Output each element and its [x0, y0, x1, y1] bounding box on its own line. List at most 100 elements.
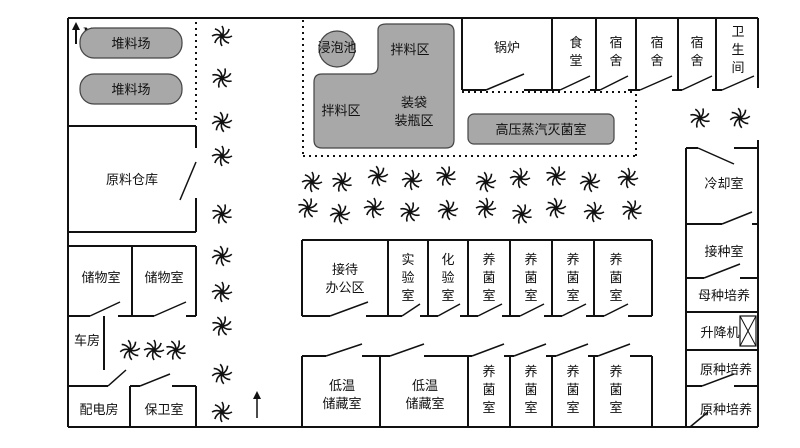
svg-text:室: 室 [524, 400, 537, 416]
svg-text:间: 间 [731, 61, 744, 76]
svg-text:接待: 接待 [332, 262, 358, 278]
svg-text:化: 化 [441, 253, 454, 268]
guard-room: 保卫室 [144, 402, 183, 418]
svg-text:高压蒸汽灭菌室: 高压蒸汽灭菌室 [495, 122, 586, 138]
steam-sterilization-room: 高压蒸汽灭菌室 [467, 113, 615, 145]
tree-icon [212, 204, 232, 224]
svg-text:菌: 菌 [482, 383, 495, 398]
svg-text:养: 养 [524, 364, 537, 380]
svg-text:宿: 宿 [650, 35, 663, 51]
svg-text:卫: 卫 [731, 25, 744, 40]
culture-room-top-1: 养 菌 室 [482, 252, 495, 304]
tree-icon [367, 165, 389, 187]
tree-icon [579, 171, 601, 193]
svg-text:实: 实 [401, 253, 414, 268]
svg-text:菌: 菌 [609, 271, 622, 286]
middle-lower-block [301, 343, 653, 427]
toilet: 卫 生 间 [731, 25, 744, 76]
tree-icon [363, 197, 385, 219]
garage: 车房 [74, 333, 100, 349]
svg-text:办公区: 办公区 [325, 281, 364, 296]
svg-text:储藏室: 储藏室 [405, 396, 444, 412]
elevator: 升降机 [700, 315, 757, 347]
tree-icon [301, 171, 323, 193]
tree-icon [475, 171, 497, 193]
tree-icon [332, 172, 352, 192]
tree-icon [211, 401, 233, 423]
low-temp-storage-1: 低温 储藏室 [322, 379, 361, 412]
svg-text:养: 养 [482, 364, 495, 380]
svg-text:堆料场: 堆料场 [111, 37, 150, 52]
culture-room-bottom-3: 养 菌 室 [566, 364, 579, 416]
outer-walls [67, 17, 759, 428]
tree-icon [437, 199, 459, 221]
svg-text:原料仓库: 原料仓库 [106, 172, 158, 188]
svg-text:生: 生 [731, 43, 744, 58]
svg-text:室: 室 [609, 400, 622, 416]
svg-text:室: 室 [609, 288, 622, 304]
tree-icon [143, 339, 165, 361]
original-culture-room-1: 原种培养 [700, 362, 752, 378]
tree-icon [166, 340, 186, 360]
middle-upper-block [301, 239, 653, 317]
tree-icon [690, 108, 710, 128]
mother-culture-room: 母种培养 [698, 288, 750, 304]
mixing-area-1: 拌料区 [390, 43, 429, 58]
culture-room-top-2: 养 菌 室 [524, 252, 537, 304]
svg-text:养: 养 [566, 252, 579, 268]
culture-room-top-4: 养 菌 室 [609, 252, 622, 304]
bagging-line-1: 装袋 [401, 96, 427, 111]
soak-pool: 浸泡池 [317, 30, 357, 68]
dorm-1: 宿 舍 [609, 35, 622, 69]
left-lower-rooms [68, 245, 197, 427]
svg-text:养: 养 [566, 364, 579, 380]
tree-icon [475, 197, 497, 219]
cooling-room: 冷却室 [704, 176, 743, 192]
culture-room-bottom-1: 养 菌 室 [482, 364, 495, 416]
canteen: 食 堂 [569, 35, 582, 69]
culture-room-bottom-4: 养 菌 室 [609, 364, 622, 416]
svg-text:堆料场: 堆料场 [111, 83, 150, 98]
tree-icon [401, 169, 423, 191]
svg-text:菌: 菌 [609, 383, 622, 398]
tree-icon [212, 316, 232, 336]
lab-2: 化 验 室 [441, 253, 454, 304]
tree-icon [211, 281, 233, 303]
tree-icon [211, 25, 233, 47]
svg-text:宿: 宿 [609, 35, 622, 51]
tree-icon [119, 339, 141, 361]
svg-text:堂: 堂 [569, 54, 582, 69]
tree-icon [211, 145, 233, 167]
svg-text:室: 室 [482, 400, 495, 416]
trees [119, 25, 751, 423]
svg-text:浸泡池: 浸泡池 [317, 41, 356, 56]
stacking-yard-1: 堆料场 [79, 27, 183, 59]
tree-icon [400, 202, 420, 222]
tree-icon [617, 167, 639, 189]
culture-room-top-3: 养 菌 室 [566, 252, 579, 304]
tree-icon [622, 200, 642, 220]
svg-text:储藏室: 储藏室 [322, 396, 361, 412]
top-right-rooms [461, 18, 755, 91]
svg-text:养: 养 [609, 252, 622, 268]
svg-text:低温: 低温 [329, 379, 355, 394]
mixing-area-2: 拌料区 [321, 104, 360, 119]
tree-icon [546, 166, 566, 186]
entrance-arrow [253, 391, 261, 418]
svg-text:菌: 菌 [566, 271, 579, 286]
svg-text:舍: 舍 [690, 54, 703, 69]
inoculation-room: 接种室 [704, 244, 743, 260]
svg-text:宿: 宿 [690, 35, 703, 51]
right-column-rooms [685, 147, 758, 428]
svg-text:菌: 菌 [524, 383, 537, 398]
culture-room-bottom-2: 养 菌 室 [524, 364, 537, 416]
lab-1: 实 验 室 [401, 253, 414, 304]
mixing-bagging-area: 拌料区 拌料区 装袋 装瓶区 [313, 23, 455, 149]
svg-text:室: 室 [524, 288, 537, 304]
tree-icon [436, 166, 456, 186]
tree-icon [298, 198, 318, 218]
svg-text:验: 验 [441, 270, 454, 286]
svg-text:室: 室 [401, 288, 414, 304]
dorm-2: 宿 舍 [650, 35, 663, 69]
